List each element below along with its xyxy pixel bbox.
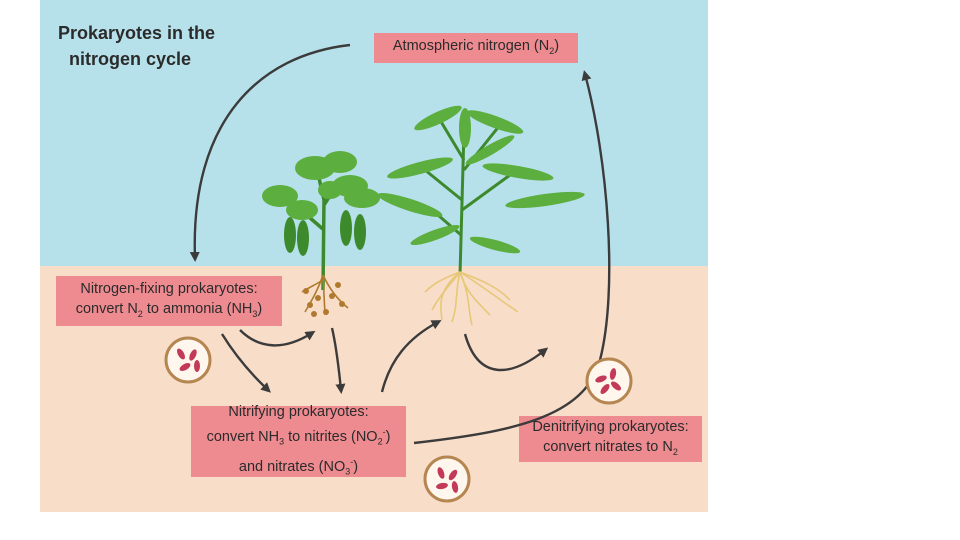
fixing-label-box: [56, 276, 282, 326]
arrow-roots-to-denitrifying: [463, 333, 549, 372]
denitrifying-l2-sub: 2: [672, 446, 678, 457]
illustration-layer: [56, 33, 702, 503]
denitrifying-label: Denitrifying prokaryotes: convert nitrat…: [519, 416, 702, 462]
denitrifying-label-box: [519, 416, 702, 462]
fixing-l2-b: to ammonia (NH: [142, 300, 253, 317]
atmospheric-label-box: [374, 33, 578, 63]
nitrifying-l3-sup: -: [350, 456, 354, 467]
nitrifying-l2-a: convert NH: [206, 428, 280, 445]
bacteria-cell-denitrifying: [585, 357, 633, 405]
denitrifying-line-1: Denitrifying prokaryotes:: [532, 418, 689, 435]
grass-plant: [377, 105, 585, 326]
nitrogen-fixing-label: Nitrogen-fixing prokaryotes: convert N2 …: [56, 276, 282, 326]
nitrifying-l3-a: and nitrates (NO: [238, 458, 346, 475]
nitrifying-label: Nitrifying prokaryotes: convert NH3 to n…: [191, 404, 406, 477]
nitrifying-l3-sub: 3: [345, 466, 351, 477]
diagram-title: Prokaryotes in the nitrogen cycle: [58, 20, 215, 72]
legume-plant: [262, 151, 380, 317]
nitrifying-l2-sub1: 3: [279, 436, 285, 447]
atmospheric-sub: 2: [549, 45, 555, 56]
fixing-l2-a: convert N: [75, 300, 138, 317]
denitrifying-l2-a: convert nitrates to N: [543, 438, 673, 455]
nitrifying-label-box: [191, 406, 406, 477]
atmospheric-label-line: Atmospheric nitrogen (N2): [374, 36, 578, 61]
fixing-line-2: convert N2 to ammonia (NH3): [56, 299, 282, 324]
atmospheric-text: Atmospheric nitrogen (N: [392, 37, 550, 54]
fixing-l2-sub1: 2: [137, 308, 143, 319]
nitrifying-line-3: and nitrates (NO3-): [191, 452, 406, 482]
bacteria-cell-fixing: [164, 336, 212, 384]
fixing-l2-c: ): [257, 300, 263, 317]
nitrifying-l2-c: ): [385, 428, 391, 445]
arrow-fixing-to-nitrifying-a: [220, 333, 271, 393]
arrow-atmosphere-to-fixing: [189, 43, 351, 262]
fixing-l2-sub2: 3: [252, 308, 258, 319]
arrow-fixing-to-legume-roots: [239, 329, 316, 347]
fixing-line-1: Nitrogen-fixing prokaryotes:: [80, 280, 258, 297]
arrow-fixing-to-nitrifying-b: [330, 327, 346, 394]
nitrifying-line-1: Nitrifying prokaryotes:: [228, 403, 369, 420]
atmospheric-close: ): [554, 37, 560, 54]
nitrogen-cycle-diagram: Prokaryotes in the nitrogen cycle Atmosp…: [40, 0, 708, 512]
nitrifying-l2-sup: -: [382, 426, 386, 437]
bacteria-cell-nitrifying: [423, 455, 471, 503]
nitrifying-l2-sub2: 2: [377, 436, 383, 447]
nitrifying-l3-c: ): [353, 458, 359, 475]
nitrifying-l2-b: to nitrites (NO: [284, 428, 378, 445]
denitrifying-line-2: convert nitrates to N2: [519, 437, 702, 462]
title-line-1: Prokaryotes in the: [58, 23, 216, 43]
atmospheric-nitrogen-label: Atmospheric nitrogen (N2): [374, 33, 578, 63]
arrow-nitrifying-to-plant-roots: [380, 320, 442, 393]
nitrifying-line-2: convert NH3 to nitrites (NO2-): [191, 422, 406, 452]
title-line-2: nitrogen cycle: [69, 49, 192, 69]
